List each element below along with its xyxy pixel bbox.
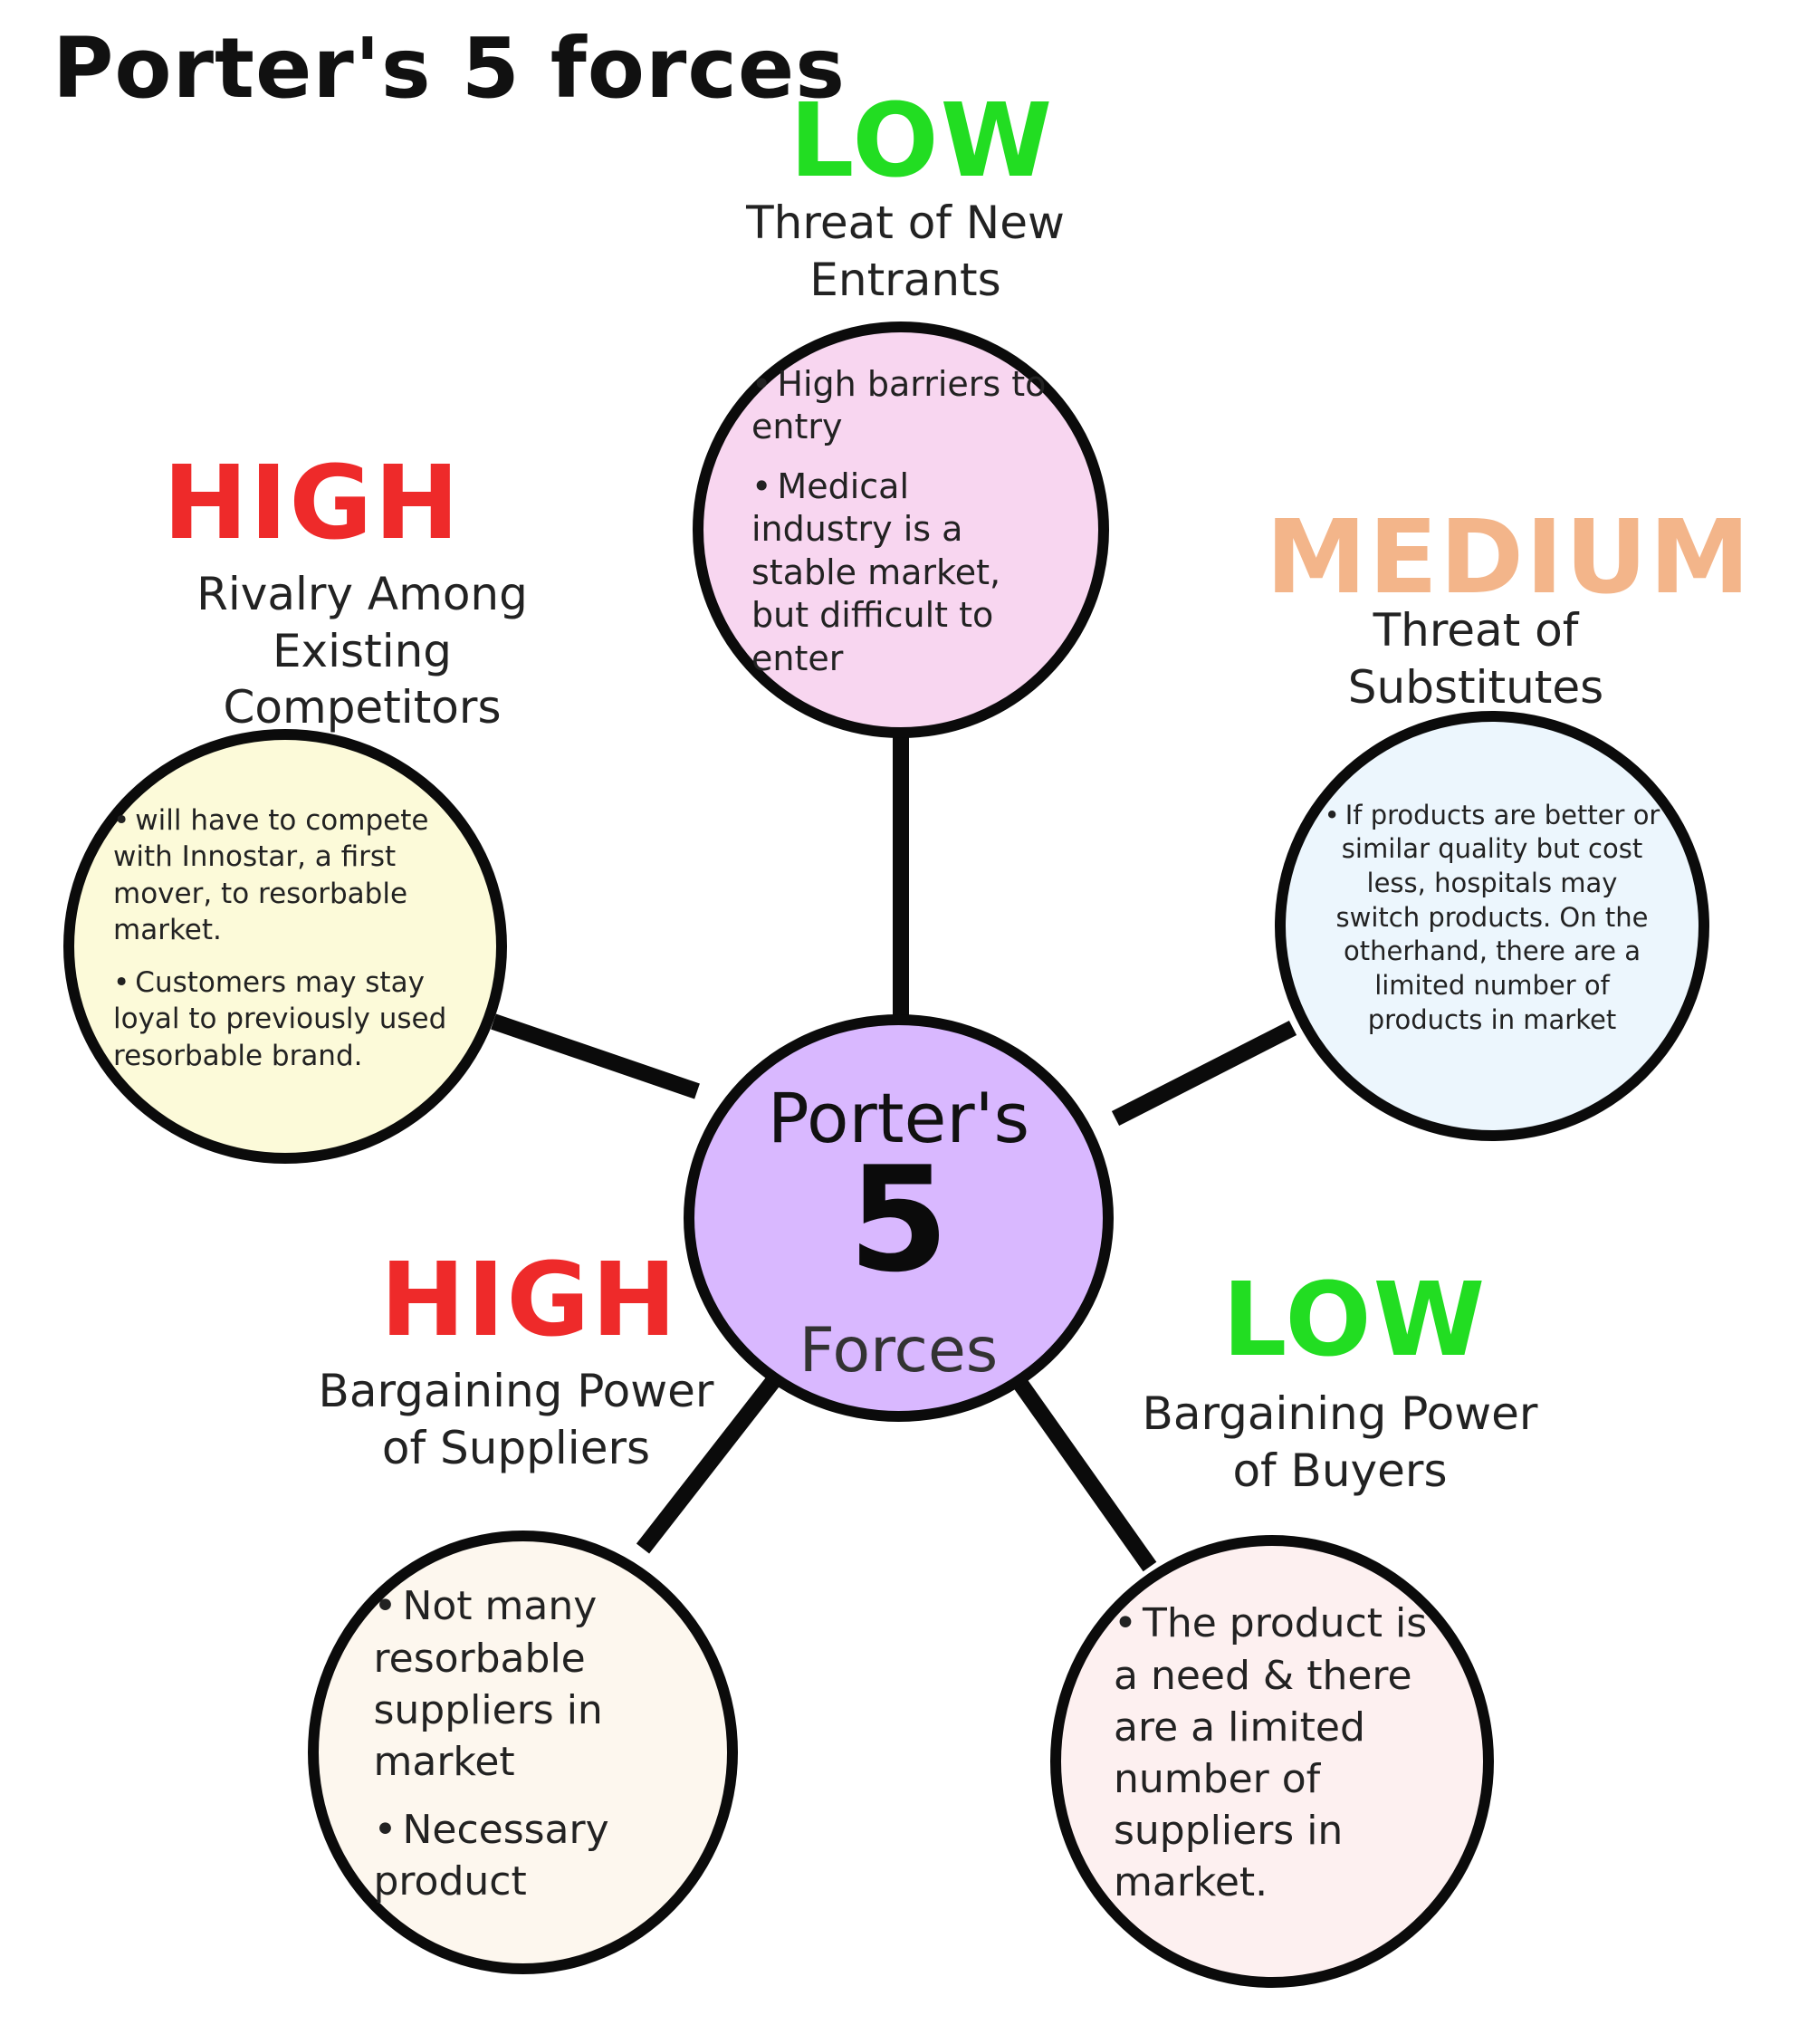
new-entrants-bullet-1: High barriers to entry	[751, 363, 1050, 449]
substitutes-bullet-1: If products are better or similar qualit…	[1323, 799, 1662, 1038]
page-title: Porter's 5 forces	[53, 20, 847, 117]
suppliers-bullet-2: Necessary product	[374, 1804, 673, 1907]
suppliers-bullet-1: Not many resorbable suppliers in market	[374, 1580, 673, 1788]
buyers-node: The product is a need & there are a limi…	[1050, 1535, 1494, 1988]
center-line-2: Forces	[799, 1315, 999, 1387]
center-number: 5	[847, 1135, 950, 1304]
new-entrants-label: Threat of New Entrants	[746, 197, 1065, 306]
connector-suppliers	[636, 1371, 784, 1554]
substitutes-node: If products are better or similar qualit…	[1275, 711, 1709, 1141]
new-entrants-node: High barriers to entry Medical industry …	[693, 321, 1109, 738]
suppliers-label: Bargaining Power of Suppliers	[318, 1365, 714, 1474]
buyers-bullet-1: The product is a need & there are a limi…	[1114, 1598, 1431, 1908]
rivalry-bullet-1: will have to compete with Innostar, a fi…	[113, 802, 457, 948]
connector-buyers	[1011, 1376, 1157, 1572]
buyers-label: Bargaining Power of Buyers	[1142, 1387, 1538, 1497]
connector-rivalry	[491, 1013, 700, 1099]
rivalry-label: Rivalry Among Existing Competitors	[196, 568, 528, 734]
connector-substitutes	[1111, 1020, 1297, 1127]
substitutes-level: MEDIUM	[1266, 499, 1752, 617]
rivalry-bullet-2: Customers may stay loyal to previously u…	[113, 964, 457, 1074]
suppliers-node: Not many resorbable suppliers in market …	[308, 1531, 738, 1974]
buyers-level: LOW	[1222, 1262, 1488, 1379]
center-hub: Porter's 5 Forces	[684, 1014, 1114, 1422]
new-entrants-bullet-2: Medical industry is a stable market, but…	[751, 465, 1050, 681]
substitutes-label: Threat of Substitutes	[1347, 604, 1604, 714]
rivalry-node: will have to compete with Innostar, a fi…	[63, 729, 507, 1164]
rivalry-level: HIGH	[163, 445, 462, 562]
new-entrants-level: LOW	[789, 82, 1055, 200]
center-line-1: Porter's	[767, 1078, 1030, 1158]
suppliers-level: HIGH	[380, 1242, 679, 1359]
